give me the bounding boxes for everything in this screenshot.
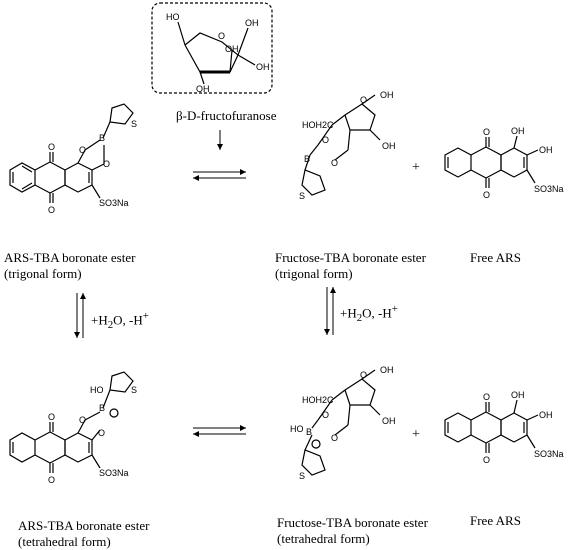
atom-oh: OH [382,141,396,151]
atom-oh: OH [245,18,259,28]
ars-tba-trigonal-label: ARS-TBA boronate ester (trigonal form) [4,250,136,281]
ars-tba-trigonal-labels: O O O O B S SO3Na [48,119,137,215]
atom-hoh2c: HOH2C [302,395,334,405]
atom-so3na: SO3Na [99,468,129,478]
atom-so3na: SO3Na [534,449,564,459]
atom-oh: OH [380,365,394,375]
atom-oh: OH [256,62,270,72]
atom-o: O [331,433,338,443]
atom-oh: OH [196,84,210,94]
atom-oh: OH [539,410,553,420]
atom-o: O [48,475,55,485]
atom-o: O [483,455,490,465]
atom-o: O [79,145,86,155]
atom-hoh2c: HOH2C [302,120,334,130]
atom-oh: OH [380,90,394,100]
fructofuranose-labels: HO O OH OH OH OH [166,12,270,94]
atom-b: B [304,154,310,164]
ars-tba-tetrahedral-labels: HO O O O O B S SO3Na [48,385,137,485]
free-ars-bottom-labels: O O OH OH SO3Na [483,390,564,465]
free-ars-top-labels: O O OH OH SO3Na [483,126,564,200]
free-ars-bottom-structure [444,399,539,453]
atom-o: O [360,370,367,380]
atom-o: O [331,158,338,168]
equilibrium-arrows-bottom [193,425,246,437]
fructose-tba-trigonal-labels: HOH2C O OH OH O O B S [299,90,396,201]
atom-o: O [218,31,225,41]
atom-o: O [48,142,55,152]
atom-s: S [131,119,137,129]
atom-oh: OH [511,126,525,136]
atom-oh: OH [511,390,525,400]
atom-o: O [322,135,329,145]
fructofuranose-structure [151,2,273,94]
atom-o: O [98,428,105,438]
atom-b: B [99,403,105,413]
free-ars-bottom-label: Free ARS [470,513,521,528]
atom-oh: OH [225,44,239,54]
free-ars-top-label: Free ARS [470,250,521,265]
condition-right: +H2O, -H+ [340,303,398,324]
atom-o: O [322,410,329,420]
plus-sign-bottom: + [412,427,420,442]
ars-tba-tetrahedral-label: ARS-TBA boronate ester (tetrahedral form… [18,518,150,549]
atom-o: O [483,392,490,402]
fructose-tba-tetrahedral-labels: HOH2C O OH OH O O HO B S [290,365,396,481]
atom-s: S [299,191,305,201]
fructose-tba-tetrahedral-label: Fructose-TBA boronate ester (tetrahedral… [277,515,428,546]
atom-s: S [131,385,137,395]
atom-ho: HO [90,385,104,395]
atom-so3na: SO3Na [534,184,564,194]
atom-ho: HO [290,424,304,434]
ars-tba-trigonal-structure [9,103,134,203]
atom-o: O [483,190,490,200]
equilibrium-arrows-left [74,293,86,338]
atom-o: O [360,95,367,105]
atom-o: O [48,205,55,215]
atom-ho: HO [166,12,180,22]
fructose-tba-trigonal-label: Fructose-TBA boronate ester (trigonal fo… [275,250,426,281]
equilibrium-arrows-right [324,287,336,335]
atom-o: O [79,415,86,425]
plus-sign-top: + [412,160,420,175]
equilibrium-arrows-top [193,169,246,181]
atom-o: O [103,159,110,169]
sugar-label: β-D-fructofuranose [176,108,277,123]
atom-s: S [299,471,305,481]
atom-o: O [48,412,55,422]
atom-oh: OH [539,145,553,155]
condition-left: +H2O, -H+ [91,310,149,331]
atom-so3na: SO3Na [99,198,129,208]
atom-b: B [306,427,312,437]
atom-o: O [483,127,490,137]
atom-oh: OH [382,416,396,426]
fructose-tba-tetrahedral-structure [301,369,381,476]
free-ars-top-structure [444,135,539,188]
atom-b: B [99,133,105,143]
fructose-tba-trigonal-structure [301,94,381,196]
ars-tba-tetrahedral-structure [9,371,134,473]
